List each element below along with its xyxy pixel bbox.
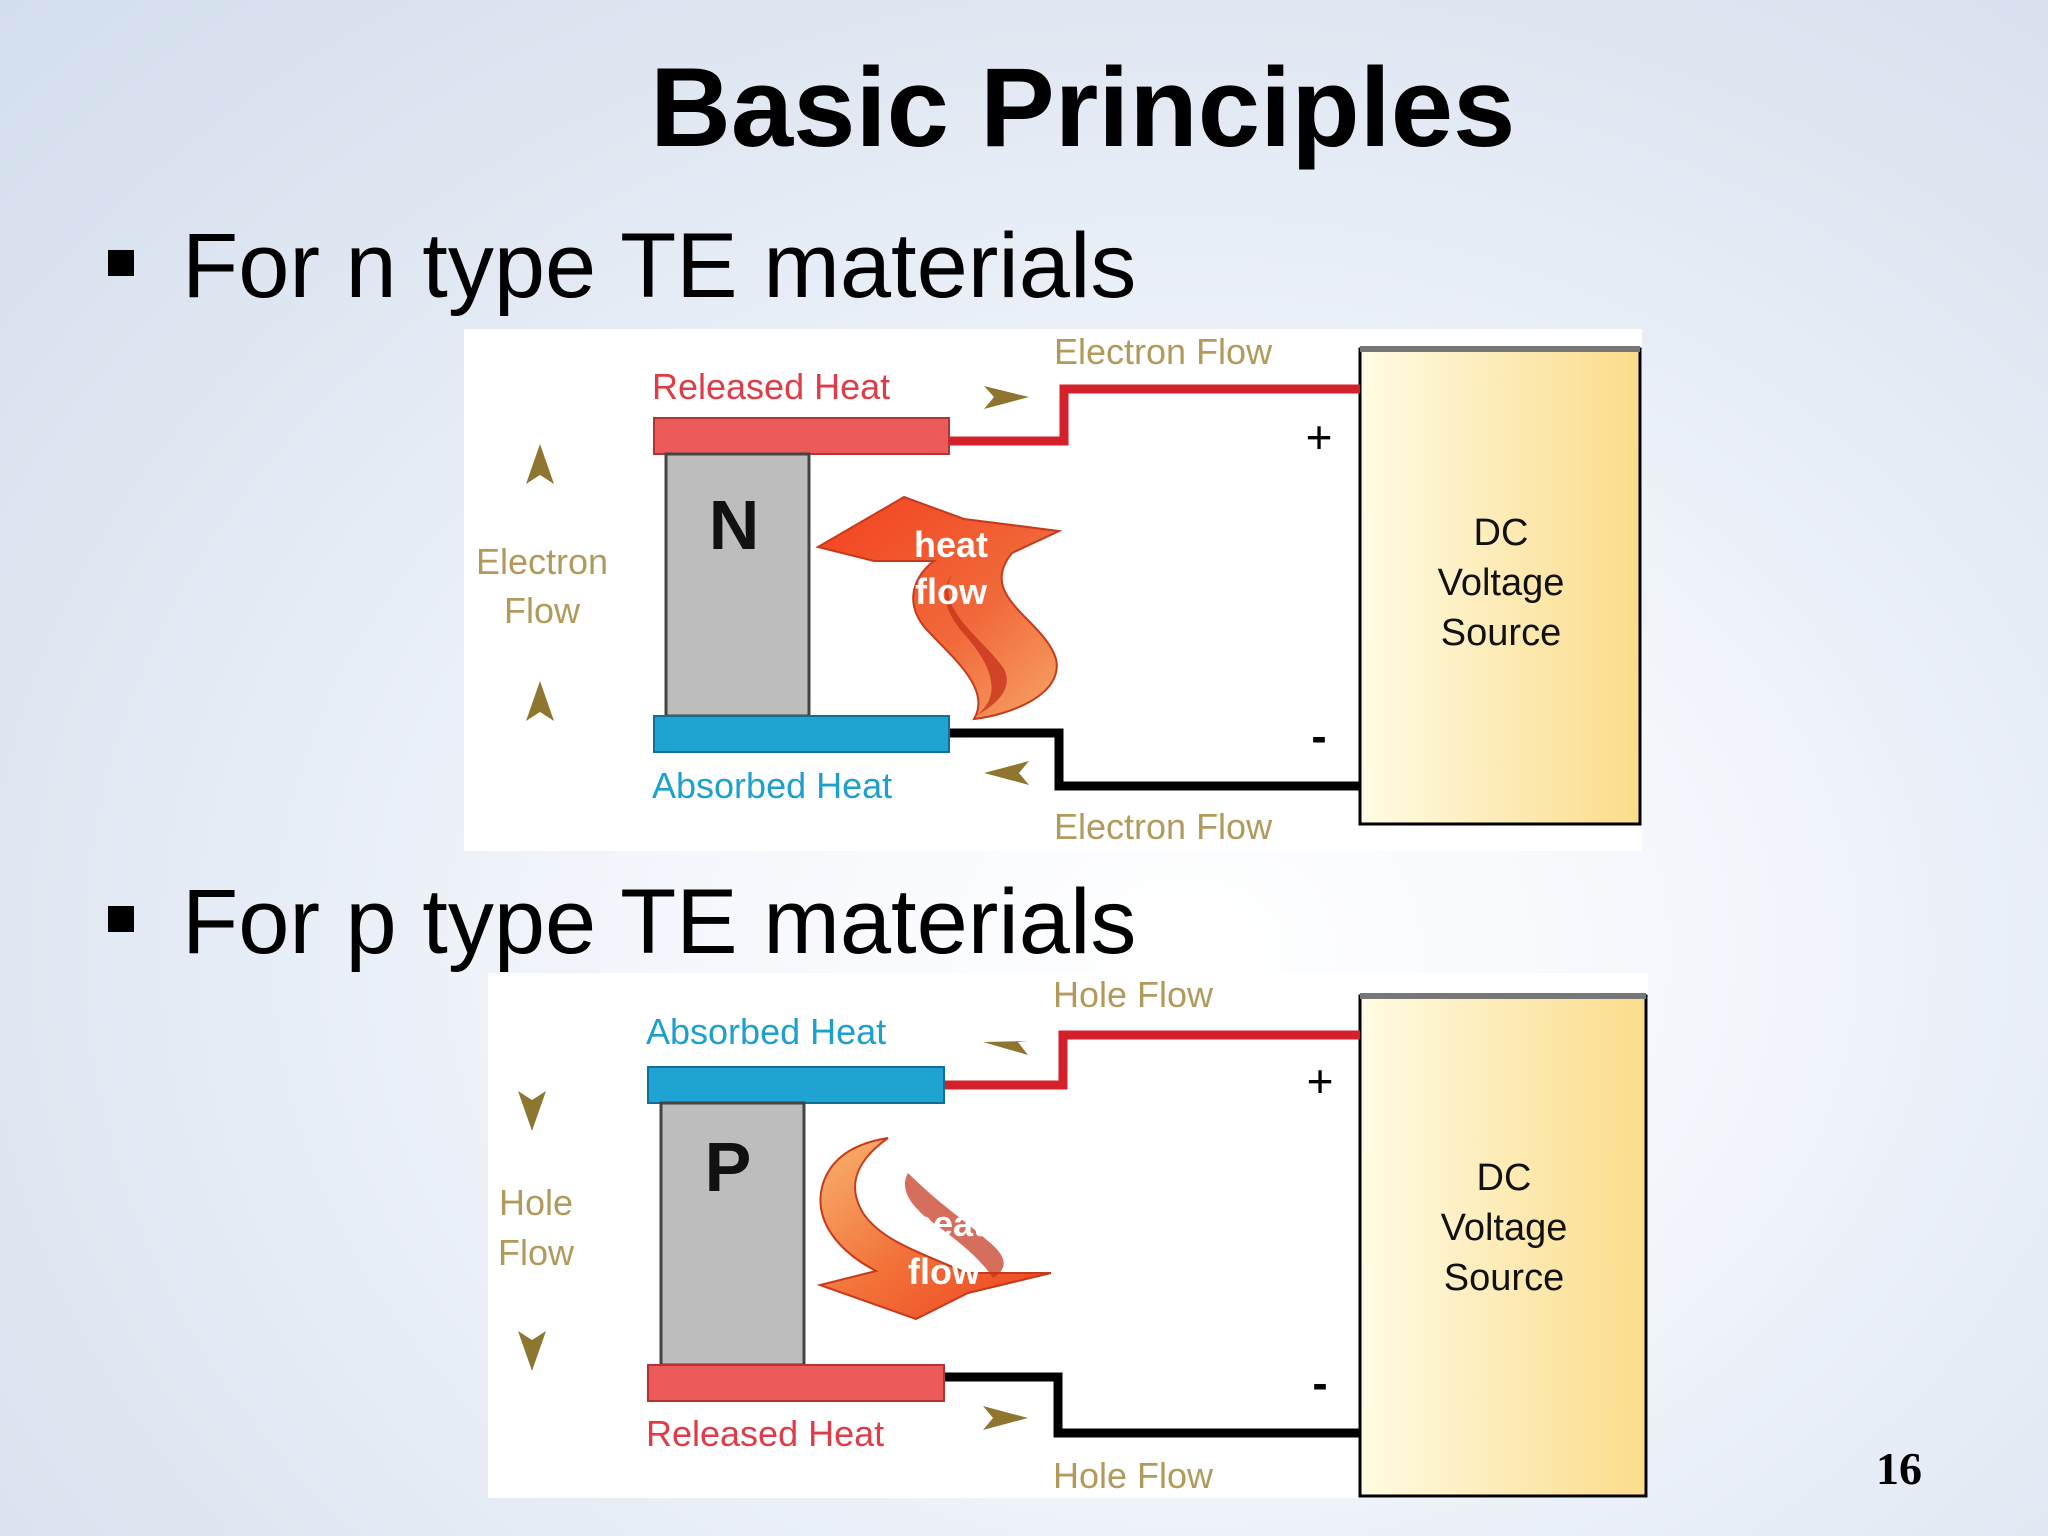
side-flow-label-line2: Flow	[504, 590, 581, 631]
source-label-line3: Source	[1444, 1257, 1564, 1299]
negative-wire	[944, 1372, 1360, 1438]
minus-sign: -	[1311, 710, 1326, 762]
source-label-line2: Voltage	[1438, 562, 1565, 604]
source-label-line2: Voltage	[1441, 1207, 1568, 1249]
heat-flow-arrow-icon: heat flow	[815, 495, 1063, 721]
element-letter: P	[705, 1128, 752, 1206]
p-type-element	[659, 1101, 806, 1367]
hot-plate	[653, 417, 950, 455]
down-arrow-icon	[518, 1331, 546, 1371]
bottom-plate-label: Absorbed Heat	[652, 765, 892, 806]
top-plate-label: Released Heat	[652, 366, 890, 407]
bullet-p-type: For p type TE materials	[108, 876, 1136, 968]
bottom-plate-label: Released Heat	[646, 1413, 884, 1454]
dc-voltage-source	[1358, 347, 1642, 826]
plus-sign: +	[1306, 411, 1333, 463]
p-type-diagram: DC Voltage Source + - Hole Flow Hole Flo…	[488, 973, 1648, 1498]
left-arrow-icon	[983, 1041, 1028, 1055]
bullet-p-type-text: For p type TE materials	[182, 871, 1137, 973]
source-label-line1: DC	[1477, 1157, 1532, 1199]
source-label-line1: DC	[1474, 512, 1529, 554]
minus-sign: -	[1312, 1357, 1327, 1409]
plus-sign: +	[1307, 1055, 1334, 1107]
positive-wire	[949, 384, 1360, 446]
negative-wire	[949, 728, 1360, 791]
top-wire-flow-label: Hole Flow	[1053, 974, 1214, 1015]
positive-wire	[944, 1030, 1360, 1090]
source-label-line3: Source	[1441, 612, 1561, 654]
top-wire-flow-label: Electron Flow	[1054, 331, 1273, 372]
right-arrow-icon	[984, 386, 1029, 409]
cold-plate	[647, 1066, 945, 1104]
bullet-square-icon	[108, 249, 134, 276]
cold-plate	[653, 715, 950, 753]
bottom-wire-flow-label: Electron Flow	[1054, 806, 1273, 847]
element-letter: N	[709, 486, 760, 564]
heat-flow-arrow-icon: heat flow	[816, 1137, 1052, 1321]
up-arrow-icon	[526, 444, 554, 484]
heat-flow-label-line1: heat	[911, 1203, 985, 1244]
bullet-n-type: For n type TE materials	[108, 220, 1136, 312]
down-arrow-icon	[518, 1091, 546, 1131]
heat-flow-label-line2: flow	[908, 1251, 981, 1292]
bottom-wire-flow-label: Hole Flow	[1053, 1455, 1214, 1496]
side-flow-label-line1: Hole	[499, 1182, 573, 1223]
page-number: 16	[1876, 1443, 1922, 1494]
up-arrow-icon	[526, 681, 554, 721]
dc-voltage-source	[1358, 994, 1648, 1498]
right-arrow-icon	[983, 1406, 1028, 1430]
side-flow-label-line2: Flow	[498, 1232, 575, 1273]
bullet-n-type-text: For n type TE materials	[182, 215, 1137, 317]
bullet-square-icon	[108, 905, 134, 932]
side-flow-label-line1: Electron	[476, 541, 608, 582]
hot-plate	[647, 1364, 945, 1402]
n-type-element	[664, 452, 811, 718]
slide-title: Basic Principles	[650, 45, 1516, 170]
n-type-diagram: DC Voltage Source + - Electron Flow Elec…	[464, 329, 1642, 851]
top-plate-label: Absorbed Heat	[646, 1011, 886, 1052]
heat-flow-label-line2: flow	[915, 571, 988, 612]
left-arrow-icon	[984, 761, 1029, 785]
heat-flow-label-line1: heat	[914, 524, 988, 565]
